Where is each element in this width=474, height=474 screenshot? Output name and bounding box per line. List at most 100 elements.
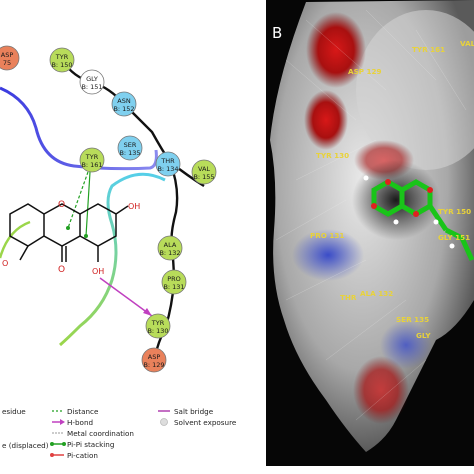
legend: esidue e (displaced) Distance H-bond Met… [2,407,237,460]
label-val: VAL [460,39,474,48]
residue-number: B: 151 [81,83,102,91]
surface-render-svg: B ASP 129 TYR 161 VAL TYR 130 TYR 150 GL… [266,0,474,466]
residue-circle [161,269,187,295]
ligand-molecule [9,203,129,262]
hydroxyl-label-2: OH [92,267,104,276]
acidic-patch-2 [304,90,348,150]
label-ala132: ALA 132 [360,289,393,298]
residue-number: B: 132 [159,249,180,257]
residue-name: THR [160,157,175,165]
legend-hbond: H-bond [67,418,93,427]
carbonyl-oxygen-label: O [58,265,65,275]
label-tyr130: TYR 130 [316,151,349,160]
legend-solvent-symbol [160,418,168,426]
acidic-patch-1 [306,12,366,88]
residue-circle [141,347,167,373]
residue-circle [79,147,105,173]
residue-circle [145,313,171,339]
label-tyr150: TYR 150 [438,207,471,216]
panel-letter: B [272,24,282,42]
basic-patch-1 [292,229,364,281]
legend-distance: Distance [67,407,99,416]
pi-pi-stack-line-2 [85,171,91,237]
binding-pocket [352,160,440,240]
residue-number: B: 130 [147,327,168,335]
residue-number: B: 155 [193,173,214,181]
label-thr: THR [340,293,357,302]
pi-pi-stack-line-1 [67,171,89,229]
label-ser135: SER 135 [396,315,429,324]
legend-saltbridge: Salt bridge [174,407,214,416]
legend-pipi: Pi-Pi stacking [67,440,114,449]
legend-pipi-dot-2 [62,442,66,446]
h-bond-arrow [143,308,152,316]
legend-hbond-arrow [60,419,65,425]
residue-name: ASP [1,51,14,59]
legend-metal: Metal coordination [67,429,134,438]
surface-highlight [356,10,474,170]
pocket-outline-blue [0,86,158,171]
label-asp129: ASP 129 [348,67,382,76]
hydroxyl-label-1: OH [128,202,140,211]
residue-circle [111,91,137,117]
residue-circle [0,45,20,71]
legend-col1-item-2: e (displaced) [2,441,49,450]
pi-center-2 [84,234,88,238]
bound-ligand [363,175,474,262]
residue-circle [117,135,143,161]
residue-number: B: 129 [143,361,164,369]
residue-circle [157,235,183,261]
basic-patch-2 [380,321,432,369]
residue-circle [49,47,75,73]
residue-name: VAL [198,165,210,173]
oxygen-label-4: O [2,259,8,268]
residue-name: SER [124,141,137,149]
residue-number: 75 [3,59,11,67]
residue-circle [79,69,105,95]
legend-pication-dot [50,453,54,457]
residue-name: ASP [148,353,161,361]
label-tyr161: TYR 161 [412,45,445,54]
residue-name: ASN [117,97,131,105]
pocket-outline-green-2 [0,220,31,259]
residue-name: GLY [86,75,98,83]
label-gly: GLY [416,331,431,340]
label-pro131: PRO 131 [310,231,344,240]
legend-solvent: Solvent exposure [174,418,237,427]
legend-pipi-dot-1 [50,442,54,446]
residue-name: TYR [151,319,165,327]
pi-center-1 [66,226,70,230]
residue-number: B: 135 [119,149,140,157]
legend-pication: Pi-cation [67,451,98,460]
residue-circle [191,159,217,185]
label-gly151: GLY 151 [438,233,470,242]
pocket-outline-green [59,172,166,347]
residue-number: B: 131 [163,283,184,291]
ring-oxygen-label: O [58,200,65,210]
residue-name: PRO [167,275,181,283]
acidic-patch-4 [353,356,409,424]
h-bond-line [99,277,153,317]
residue-circle [155,151,181,177]
residue-name: TYR [55,53,69,61]
legend-col1-item-0: esidue [2,407,26,416]
residue-number: B: 161 [81,161,102,169]
surface-mesh [275,9,467,421]
surface-render-panel: B ASP 129 TYR 161 VAL TYR 130 TYR 150 GL… [266,0,474,466]
residue-number: B: 152 [113,105,134,113]
residue-name: TYR [85,153,99,161]
residue-name: ALA [164,241,177,249]
